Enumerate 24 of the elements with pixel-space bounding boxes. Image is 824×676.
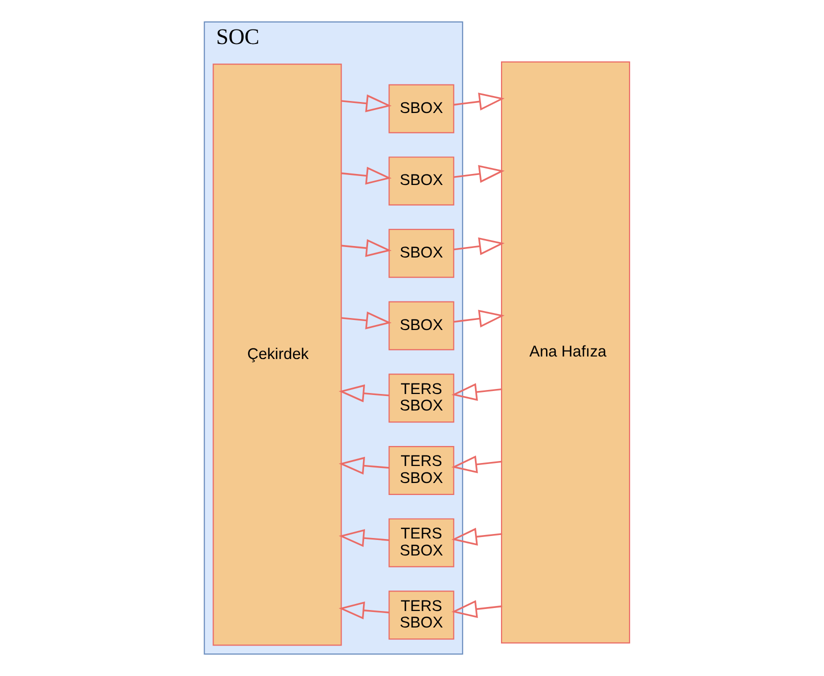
arrow [450, 455, 502, 474]
arrow [340, 239, 392, 257]
arrow [453, 310, 504, 328]
arrow [338, 529, 389, 547]
node-box: TERS SBOX [388, 518, 454, 568]
node-box: TERS SBOX [388, 446, 454, 495]
arrow [450, 600, 502, 618]
arrow [338, 601, 389, 620]
arrow [450, 528, 502, 546]
arrow [340, 94, 392, 112]
arrow [453, 237, 504, 256]
arrow [340, 166, 392, 185]
node-box: TERS SBOX [388, 374, 454, 423]
arrow [338, 384, 389, 402]
arrow [340, 311, 392, 330]
arrow [453, 165, 504, 183]
node-box: SBOX [388, 84, 454, 134]
arrow [453, 92, 504, 110]
node-box: SBOX [388, 228, 454, 278]
node-box: TERS SBOX [388, 590, 454, 640]
arrow [450, 383, 502, 401]
node-box: SBOX [388, 301, 454, 350]
arrow [338, 456, 389, 475]
node-box: SBOX [388, 156, 454, 206]
